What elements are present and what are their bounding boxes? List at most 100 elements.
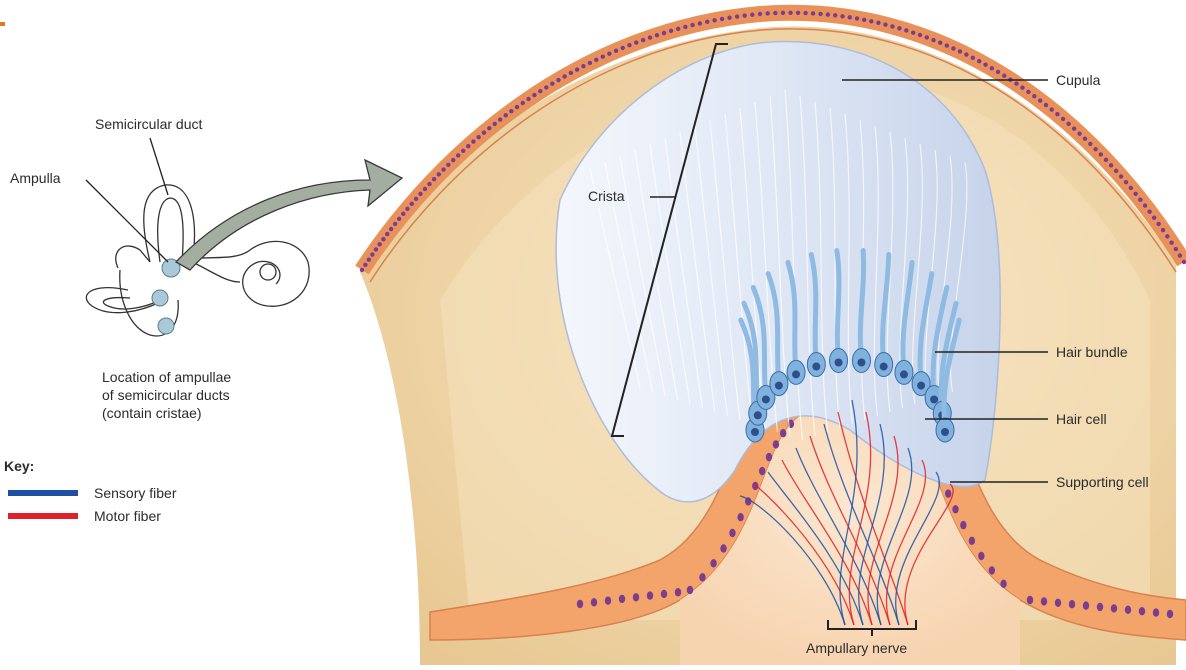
epithelium-nucleus (1083, 601, 1089, 609)
epithelium-nucleus (1000, 580, 1006, 588)
epithelium-nucleus (712, 18, 716, 22)
epithelium-nucleus (1109, 163, 1113, 167)
epithelium-nucleus (1027, 596, 1033, 604)
epithelium-nucleus (796, 11, 800, 15)
epithelium-nucleus (569, 71, 573, 75)
epithelium-nucleus (1147, 209, 1151, 213)
ampulla-blob-2 (152, 290, 168, 306)
epithelium-nucleus (487, 126, 491, 130)
epithelium-nucleus (374, 247, 378, 251)
epithelium-nucleus (1174, 247, 1178, 251)
hair-cell-nucleus (835, 359, 843, 367)
epithelium-nucleus (766, 453, 772, 461)
epithelium-nucleus (427, 182, 431, 186)
epithelium-nucleus (925, 35, 929, 39)
epithelium-nucleus (601, 54, 605, 58)
epithelium-nucleus (1143, 203, 1147, 207)
ampulla-blob-3 (158, 318, 174, 334)
hair-cell-nucleus (930, 395, 938, 403)
epithelium-nucleus (1169, 240, 1173, 244)
epithelium-nucleus (1178, 253, 1182, 257)
epithelium-nucleus (1083, 137, 1087, 141)
hair-cell-nucleus (900, 370, 908, 378)
epithelium-nucleus (1055, 599, 1061, 607)
epithelium-nucleus (710, 559, 716, 567)
epithelium-nucleus (977, 59, 981, 63)
epithelium-nucleus (451, 158, 455, 162)
epithelium-nucleus (1077, 131, 1081, 135)
epithelium-nucleus (389, 227, 393, 231)
epithelium-nucleus (983, 63, 987, 67)
epithelium-nucleus (647, 591, 653, 599)
epithelium-nucleus (614, 49, 618, 53)
epithelium-nucleus (385, 232, 389, 236)
epithelium-nucleus (773, 11, 777, 15)
epithelium-nucleus (699, 573, 705, 581)
hair-cell-nucleus (762, 395, 770, 403)
epithelium-nucleus (594, 58, 598, 62)
epithelium-nucleus (978, 552, 984, 560)
epithelium-nucleus (971, 56, 975, 60)
epithelium-nucleus (370, 252, 374, 256)
epithelium-nucleus (1088, 142, 1092, 146)
label-ampullary-nerve: Ampullary nerve (806, 640, 907, 657)
epithelium-nucleus (1069, 600, 1075, 608)
epithelium-nucleus (1167, 610, 1173, 618)
epithelium-nucleus (1002, 74, 1006, 78)
epithelium-nucleus (1061, 117, 1065, 121)
epithelium-nucleus (1153, 608, 1159, 616)
epithelium-nucleus (1133, 192, 1137, 196)
label-hair-bundle: Hair bundle (1056, 344, 1128, 361)
epithelium-nucleus (698, 21, 702, 25)
hair-cell-nucleus (812, 363, 820, 371)
epithelium-nucleus (562, 74, 566, 78)
epithelium-nucleus (556, 78, 560, 82)
epithelium-nucleus (862, 18, 866, 22)
epithelium-nucleus (729, 529, 735, 537)
epithelium-nucleus (687, 586, 693, 594)
epithelium-nucleus (803, 11, 807, 15)
epithelium-nucleus (410, 202, 414, 206)
epithelium-nucleus (788, 11, 792, 15)
epithelium-nucleus (1129, 186, 1133, 190)
epithelium-nucleus (752, 482, 758, 490)
epithelium-nucleus (360, 268, 364, 272)
epithelium-nucleus (720, 544, 726, 552)
epithelium-nucleus (931, 38, 935, 42)
epithelium-nucleus (471, 139, 475, 143)
epithelium-nucleus (742, 13, 746, 17)
key-label-motor-fiber: Motor fiber (94, 508, 161, 525)
caption-line-3: (contain cristae) (102, 404, 231, 422)
epithelium-nucleus (581, 64, 585, 68)
hair-cell-nucleus (880, 363, 888, 371)
epithelium-nucleus (869, 19, 873, 23)
epithelium-nucleus (509, 109, 513, 113)
epithelium-nucleus (498, 117, 502, 121)
epithelium-nucleus (515, 105, 519, 109)
epithelium-nucleus (669, 29, 673, 33)
epithelium-nucleus (1032, 94, 1036, 98)
epithelium-nucleus (945, 489, 951, 497)
hair-cell-nucleus (917, 382, 925, 390)
epithelium-nucleus (1138, 197, 1142, 201)
hair-cell-nucleus (792, 370, 800, 378)
epithelium-nucleus (367, 258, 371, 262)
epithelium-nucleus (577, 600, 583, 608)
epithelium-nucleus (969, 537, 975, 545)
epithelium-nucleus (1104, 158, 1108, 162)
epithelium-nucleus (619, 595, 625, 603)
ampulla-leader-line (86, 180, 168, 262)
epithelium-nucleus (1161, 228, 1165, 232)
label-ampulla: Ampulla (10, 170, 61, 187)
epithelium-nucleus (550, 81, 554, 85)
epithelium-nucleus (633, 593, 639, 601)
epithelium-nucleus (1152, 216, 1156, 220)
epithelium-nucleus (1072, 126, 1076, 130)
epithelium-nucleus (773, 440, 779, 448)
epithelium-nucleus (952, 505, 958, 513)
epithelium-nucleus (938, 41, 942, 45)
epithelium-nucleus (441, 167, 445, 171)
label-hair-cell: Hair cell (1056, 411, 1107, 428)
epithelium-nucleus (532, 93, 536, 97)
